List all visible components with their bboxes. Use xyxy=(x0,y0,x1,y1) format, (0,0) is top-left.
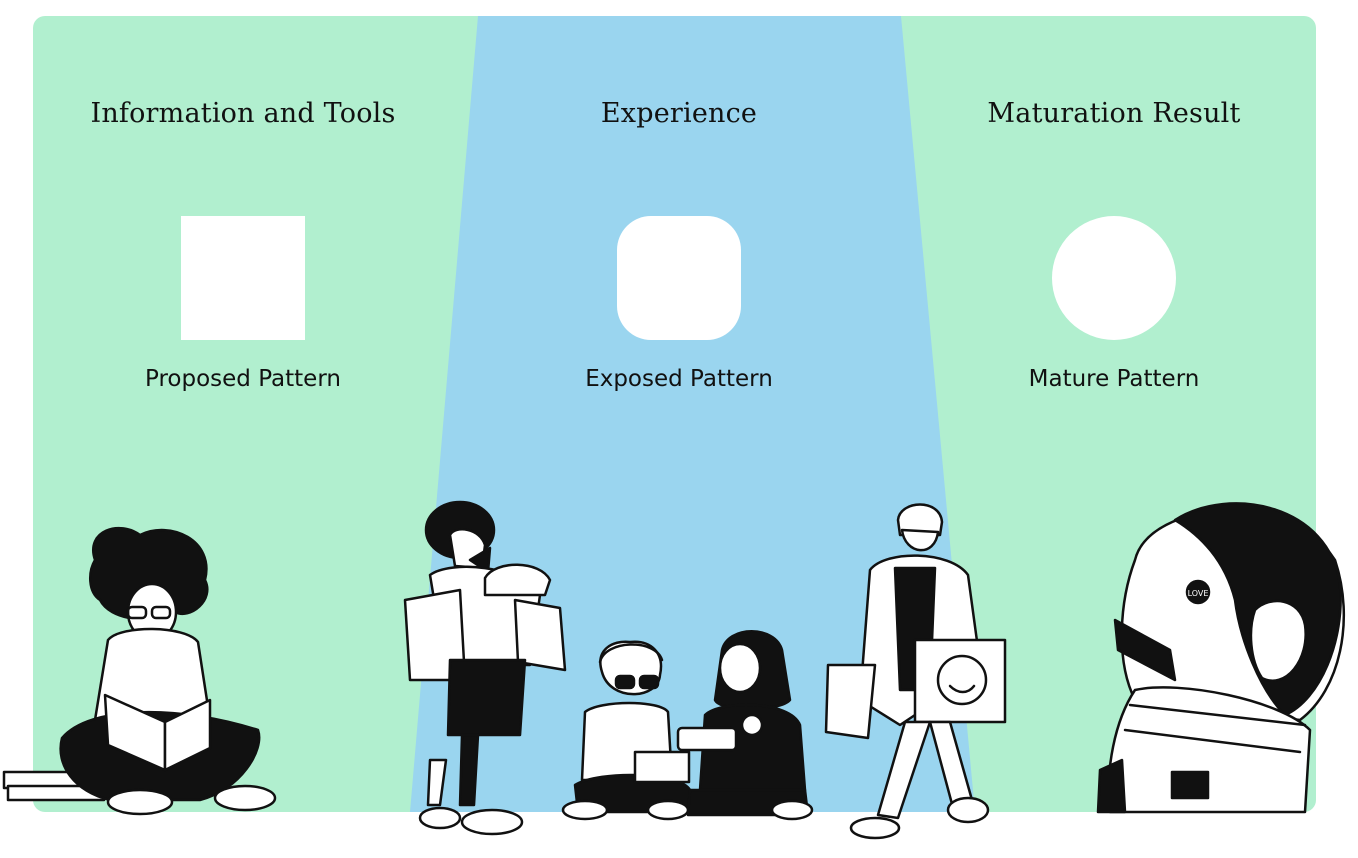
column-title-experience: Experience xyxy=(600,98,758,129)
column-label-proposed-pattern: Proposed Pattern xyxy=(145,366,341,392)
mature-pattern-circle-shape xyxy=(1052,216,1176,340)
column-title-maturation-result: Maturation Result xyxy=(987,98,1241,129)
girl-figure-illustration xyxy=(676,630,814,821)
walking-person-figure-illustration xyxy=(824,503,1007,840)
astronaut-figure-illustration: LOVE xyxy=(1096,502,1346,814)
reader-figure-illustration xyxy=(2,526,277,816)
ground-strip xyxy=(0,812,1358,858)
astronaut-love-sticker: LOVE xyxy=(1188,589,1209,598)
shopper-man-figure-illustration xyxy=(403,500,567,836)
column-label-mature-pattern: Mature Pattern xyxy=(1028,366,1200,392)
exposed-pattern-rounded-shape xyxy=(617,216,741,340)
column-title-information-tools: Information and Tools xyxy=(90,98,396,129)
boy-figure-illustration xyxy=(561,640,692,821)
column-label-exposed-pattern: Exposed Pattern xyxy=(585,366,773,392)
proposed-pattern-square-shape xyxy=(181,216,305,340)
